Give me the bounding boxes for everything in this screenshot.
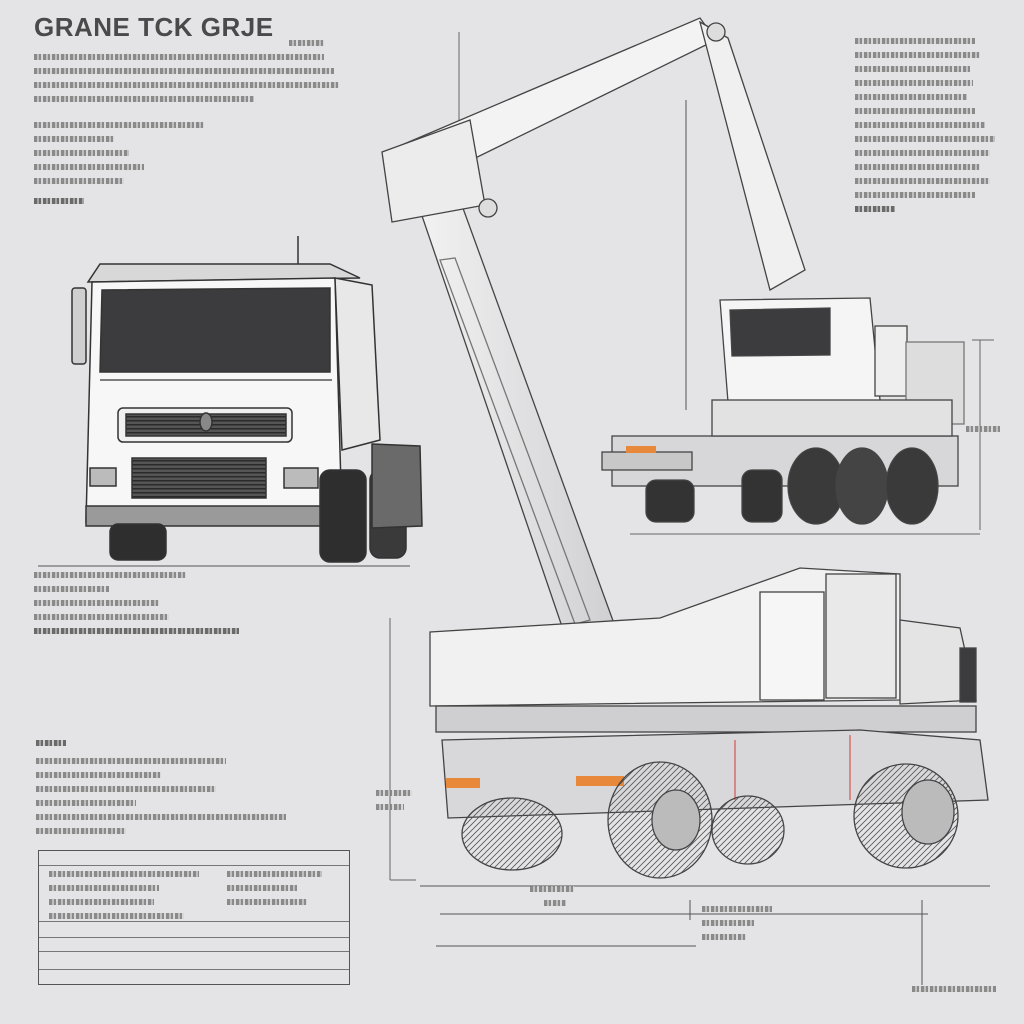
right-notes (855, 38, 995, 220)
dimension-label-left (376, 790, 412, 818)
spec-table (38, 850, 350, 985)
dimension-label-bottom (530, 886, 574, 914)
lower-left-notes (36, 740, 296, 842)
side-view-boom-raised (381, 17, 994, 651)
drawing-title: GRANE TCK GRJE (34, 12, 274, 42)
dimension-label-side (966, 426, 1000, 440)
dimension-label-right (702, 906, 772, 948)
mid-left-notes (34, 572, 244, 642)
front-view-truck (38, 236, 423, 567)
dimension-label-corner (912, 986, 996, 1000)
side-view-section (389, 567, 990, 985)
header-notes (34, 40, 339, 212)
